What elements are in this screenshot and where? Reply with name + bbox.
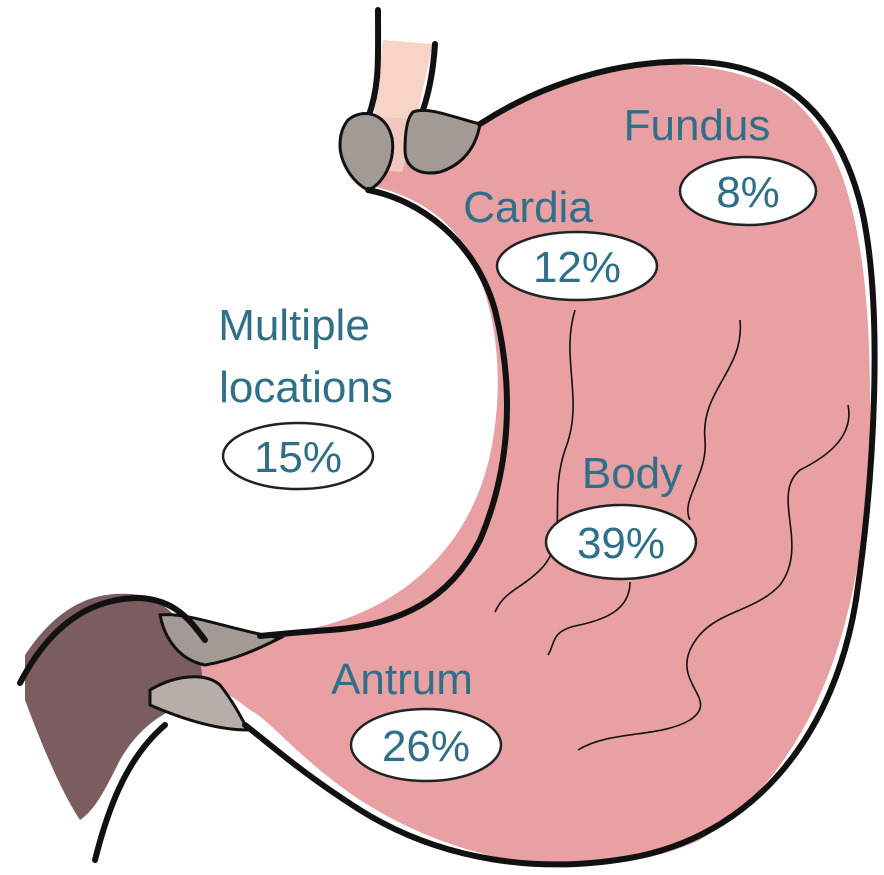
multiple-locations-percent: 15%: [254, 433, 342, 482]
fundus-percent: 8%: [716, 168, 780, 217]
body-label: Body: [582, 449, 682, 498]
multiple-locations-label-line1: Multiple: [218, 301, 370, 350]
antrum-label: Antrum: [331, 655, 473, 704]
multiple-locations-label-line2: locations: [219, 363, 393, 412]
cardia-label: Cardia: [463, 183, 593, 232]
cardia-percent: 12%: [533, 243, 621, 292]
antrum-percent: 26%: [382, 722, 470, 771]
body-percent: 39%: [577, 519, 665, 568]
fundus-label: Fundus: [624, 101, 771, 150]
